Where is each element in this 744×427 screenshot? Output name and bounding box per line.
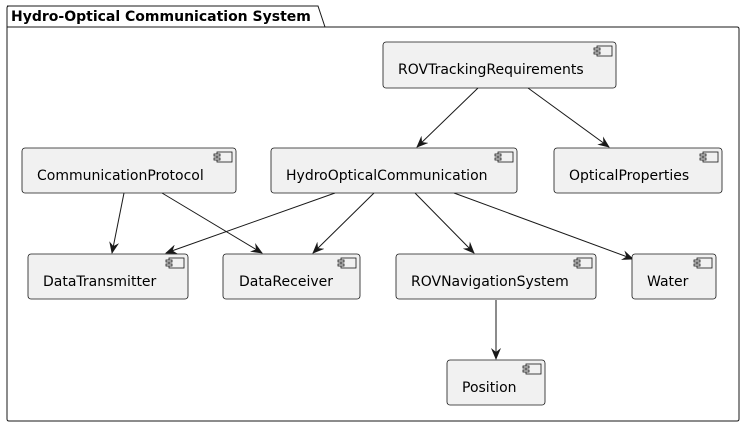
edge-hydrooptical-to-rovnavigation [414, 192, 475, 254]
package-title: Hydro-Optical Communication System [11, 9, 311, 25]
component-label: DataTransmitter [43, 274, 157, 290]
component-icon [494, 151, 514, 163]
edge-hydrooptical-to-water [453, 192, 634, 260]
component-icon [593, 45, 613, 57]
edge-commprotocol-to-datatransmitter [109, 192, 125, 254]
component-datatransmitter: DataTransmitter [27, 253, 189, 300]
component-label: DataReceiver [239, 274, 333, 290]
component-label: ROVTrackingRequirements [398, 62, 584, 78]
component-label: HydroOpticalCommunication [286, 168, 488, 184]
edges [109, 87, 634, 360]
component-label: ROVNavigationSystem [411, 274, 569, 290]
component-opticalproperties: OpticalProperties [553, 147, 723, 194]
edge-rovtracking-to-hydrooptical [416, 87, 479, 148]
component-rovnavigationsystem: ROVNavigationSystem [395, 253, 597, 300]
component-label: OpticalProperties [569, 168, 689, 184]
component-water: Water [631, 253, 717, 300]
edge-rovtracking-to-optical [527, 87, 610, 148]
component-icon [699, 151, 719, 163]
package-frame: Hydro-Optical Communication System [6, 5, 740, 422]
component-label: Position [462, 380, 517, 396]
component-icon [165, 257, 185, 269]
component-label: Water [647, 274, 689, 290]
component-icon [573, 257, 593, 269]
edge-hydrooptical-to-datatransmitter [165, 192, 336, 255]
component-position: Position [446, 359, 546, 406]
component-datareceiver: DataReceiver [222, 253, 361, 300]
component-icon [693, 257, 713, 269]
component-hydroopticalcommunication: HydroOpticalCommunication [270, 147, 518, 194]
edge-hydrooptical-to-datareceiver [312, 192, 375, 254]
edge-commprotocol-to-datareceiver [161, 192, 263, 254]
component-communicationprotocol: CommunicationProtocol [21, 147, 237, 194]
component-icon [522, 363, 542, 375]
component-icon [213, 151, 233, 163]
component-icon [337, 257, 357, 269]
component-rovtrackingrequirements: ROVTrackingRequirements [382, 41, 617, 89]
component-label: CommunicationProtocol [37, 168, 204, 184]
